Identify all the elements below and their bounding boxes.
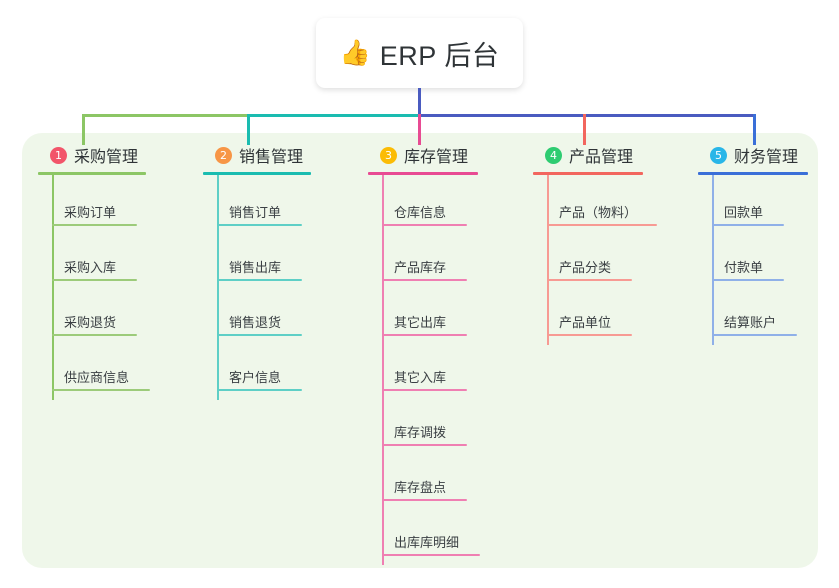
leaf-label: 采购退货	[64, 315, 117, 330]
root-node-title: ERP 后台	[379, 40, 500, 71]
leaf-rule	[547, 334, 632, 336]
branch-title-2: 销售管理	[239, 149, 304, 166]
leaf-rule	[547, 279, 632, 281]
leaf-rule	[52, 224, 137, 226]
connector-drop-3	[418, 114, 421, 145]
branch-badge-5: 5	[710, 146, 727, 164]
connector-drop-1	[82, 114, 85, 145]
root-node[interactable]: 👍 ERP 后台	[316, 18, 523, 88]
leaf-rule	[382, 334, 467, 336]
thumbs-up-icon: 👍	[339, 38, 371, 67]
branch-column-4: 4 产品管理 产品（物料） 产品分类 产品单位	[533, 140, 698, 345]
leaf-rule	[217, 279, 302, 281]
leaf-label: 采购入库	[64, 260, 117, 275]
branch-rule-1	[38, 172, 146, 175]
leaf-rule	[52, 389, 150, 391]
leaf-label: 产品（物料）	[559, 205, 638, 220]
leaf-rule	[382, 224, 467, 226]
leaf-rule	[382, 554, 480, 556]
branch-title-1: 采购管理	[74, 149, 139, 166]
leaf-label: 供应商信息	[64, 370, 130, 385]
leaf-rule	[547, 224, 657, 226]
branch-header-2[interactable]: 2 销售管理	[203, 140, 353, 170]
branch-spine-5	[712, 175, 714, 345]
leaf-rule	[382, 279, 467, 281]
branch-column-3: 3 库存管理 仓库信息 产品库存 其它出库 其它入库 库存调拨 库存盘点	[368, 140, 528, 565]
leaf-label: 仓库信息	[394, 205, 447, 220]
leaf-label: 出库库明细	[394, 535, 460, 550]
branch-title-3: 库存管理	[404, 149, 469, 166]
branch-header-1[interactable]: 1 采购管理	[38, 140, 188, 170]
branch-spine-4	[547, 175, 549, 345]
branch-title-4: 产品管理	[569, 149, 634, 166]
branch-header-4[interactable]: 4 产品管理	[533, 140, 698, 170]
connector-drop-2	[247, 114, 250, 145]
branch-spine-1	[52, 175, 54, 400]
connector-bus-mid	[247, 114, 419, 117]
branch-column-2: 2 销售管理 销售订单 销售出库 销售退货 客户信息	[203, 140, 353, 400]
leaf-rule	[382, 444, 467, 446]
branch-title-5: 财务管理	[734, 149, 799, 166]
branch-column-1: 1 采购管理 采购订单 采购入库 采购退货 供应商信息	[38, 140, 188, 400]
branch-rule-2	[203, 172, 311, 175]
leaf-label: 销售退货	[229, 315, 282, 330]
leaf-label: 其它入库	[394, 370, 447, 385]
connector-drop-5	[753, 114, 756, 145]
connector-bus-right	[418, 114, 756, 117]
branch-badge-2: 2	[215, 146, 232, 164]
leaf-label: 销售订单	[229, 205, 282, 220]
leaf-label: 回款单	[724, 205, 764, 220]
leaf-rule	[712, 334, 797, 336]
leaf-rule	[382, 389, 467, 391]
leaf-label: 库存盘点	[394, 480, 447, 495]
diagram-background-panel	[22, 133, 818, 568]
branch-badge-3: 3	[380, 146, 397, 164]
leaf-label: 库存调拨	[394, 425, 447, 440]
leaf-rule	[382, 499, 467, 501]
leaf-label: 其它出库	[394, 315, 447, 330]
leaf-label: 采购订单	[64, 205, 117, 220]
leaf-rule	[712, 224, 784, 226]
leaf-label: 产品单位	[559, 315, 612, 330]
branch-header-5[interactable]: 5 财务管理	[698, 140, 818, 170]
leaf-label: 付款单	[724, 260, 764, 275]
leaf-rule	[217, 224, 302, 226]
branch-spine-2	[217, 175, 219, 400]
branch-rule-5	[698, 172, 808, 175]
leaf-label: 产品分类	[559, 260, 612, 275]
branch-rule-3	[368, 172, 478, 175]
leaf-label: 结算账户	[724, 315, 777, 330]
leaf-rule	[712, 279, 784, 281]
connector-drop-4	[583, 114, 586, 145]
leaf-label: 客户信息	[229, 370, 282, 385]
branch-rule-4	[533, 172, 643, 175]
branch-header-3[interactable]: 3 库存管理	[368, 140, 528, 170]
connector-trunk	[418, 88, 421, 116]
branch-badge-4: 4	[545, 146, 562, 164]
leaf-label: 销售出库	[229, 260, 282, 275]
leaf-label: 产品库存	[394, 260, 447, 275]
leaf-rule	[52, 334, 137, 336]
leaf-rule	[217, 389, 302, 391]
branch-badge-1: 1	[50, 146, 67, 164]
branch-spine-3	[382, 175, 384, 565]
leaf-rule	[217, 334, 302, 336]
branch-column-5: 5 财务管理 回款单 付款单 结算账户	[698, 140, 818, 345]
leaf-rule	[52, 279, 137, 281]
